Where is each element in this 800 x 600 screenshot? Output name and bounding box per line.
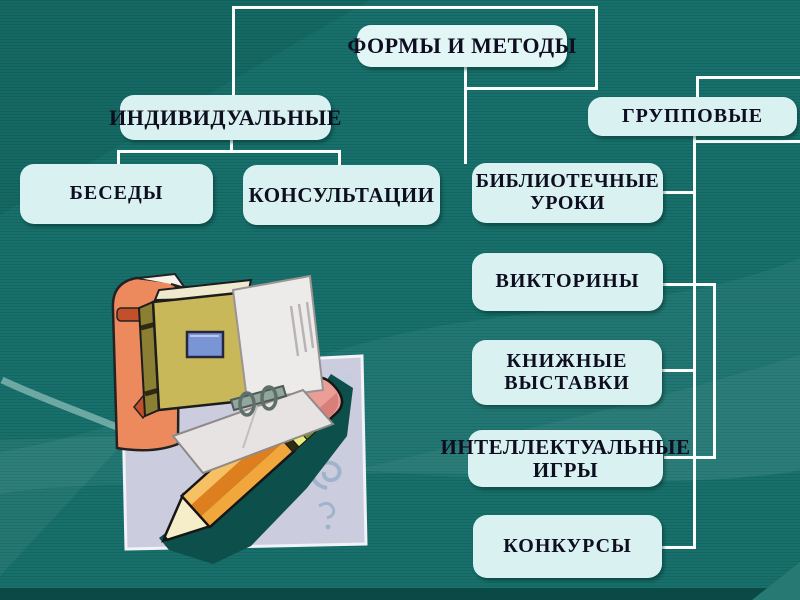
connector-line [662,369,696,372]
node-label: КОНСУЛЬТАЦИИ [248,182,435,207]
books-and-pencil-clipart [111,272,368,564]
node-konkursy: КОНКУРСЫ [473,515,662,578]
node-intellektualnye-igry: ИНТЕЛЛЕКТУАЛЬНЫЕ ИГРЫ [441,430,690,487]
connector-line [595,6,598,90]
connector-line [338,150,341,166]
node-bibliotechnye-uroki: БИБЛИОТЕЧНЫЕ УРОКИ [472,163,663,223]
node-label: БЕСЕДЫ [69,182,164,205]
connector-line [696,76,699,98]
node-label: ИНДИВИДУАЛЬНЫЕ [109,104,342,130]
connector-line [663,283,716,286]
node-individualnye: ИНДИВИДУАЛЬНЫЕ [109,95,341,140]
node-gruppovye: ГРУППОВЫЕ [588,97,797,136]
connector-line [464,87,598,90]
node-label-line1: БИБЛИОТЕЧНЫЕ [475,170,660,193]
node-formy-i-metody: ФОРМЫ И МЕТОДЫ [347,25,576,67]
node-label: КОНКУРСЫ [503,534,632,557]
connector-line [696,140,800,143]
connector-line [230,140,233,153]
connector-line [663,191,696,194]
connector-line [713,283,716,459]
connector-line [117,150,120,165]
connector-line [232,6,235,96]
connector-line [664,456,716,459]
node-label-line2: ВЫСТАВКИ [504,371,630,394]
connector-line [232,6,598,9]
node-knizhnye-vystavki: КНИЖНЫЕ ВЫСТАВКИ [472,340,662,405]
connector-line [117,150,341,153]
node-label: ВИКТОРИНЫ [495,270,640,293]
node-label: ФОРМЫ И МЕТОДЫ [347,33,577,59]
connector-line [693,136,696,549]
connector-line [662,546,696,549]
book-olive [137,278,255,418]
open-binder [171,274,335,475]
node-label-line2: УРОКИ [530,192,605,214]
node-label-line1: ИНТЕЛЛЕКТУАЛЬНЫЕ [440,434,691,459]
node-label-line1: КНИЖНЫЕ [506,349,628,372]
connector-line [696,76,800,79]
node-label: ГРУППОВЫЕ [621,104,764,127]
node-konsultacii: КОНСУЛЬТАЦИИ [243,165,440,225]
node-besedy: БЕСЕДЫ [20,164,213,224]
node-label-line2: ИГРЫ [532,457,599,482]
connector-line [464,67,467,164]
node-viktoriny: ВИКТОРИНЫ [472,253,663,311]
